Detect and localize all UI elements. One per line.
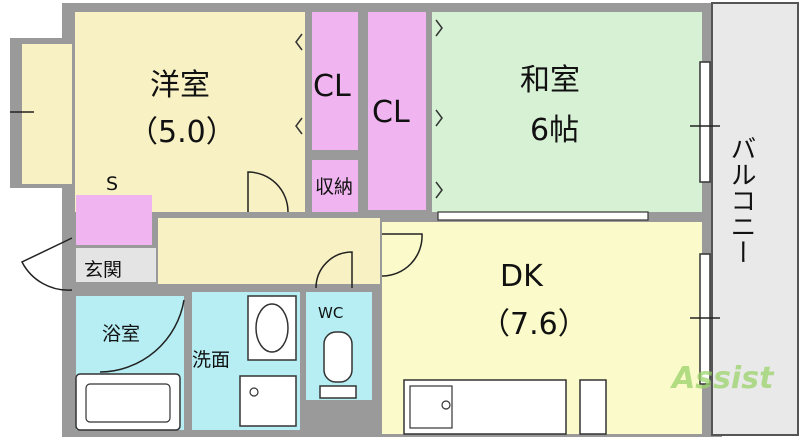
window-bay-floor [22,44,72,184]
door-dk [381,233,423,277]
sliding-partition [437,211,649,221]
window-right-upper [699,61,711,183]
stove-icon [579,379,607,435]
label-yokushitsu: 浴室 [102,323,140,345]
balcony [711,2,799,436]
label-dk-size: （7.6） [480,307,588,342]
drain-icon [249,387,259,397]
label-shuno: 収納 [315,176,353,198]
door-bath [99,299,185,373]
wash-basin-icon [255,303,289,353]
wash-counter [247,295,297,361]
label-wc: WC [318,304,343,322]
label-cl-1: CL [313,69,351,104]
label-cl-2: CL [372,95,410,130]
toilet-tank [319,385,357,399]
entrance-genkan [76,248,156,282]
label-senmen: 洗面 [192,349,230,371]
window-right-lower [699,253,711,385]
closet-hinge-4 [435,109,443,127]
door-entrance [20,237,73,291]
bathtub [75,373,181,431]
closet-hinge-2 [295,117,303,135]
closet-hinge-3 [435,19,443,37]
kitchen-sink-icon [409,385,453,429]
washing-machine-pan [239,375,297,427]
label-s: S [106,173,118,195]
label-genkan: 玄関 [84,259,122,281]
room-youshitsu [75,12,305,212]
hallway [158,218,380,284]
closet-hinge-5 [435,181,443,199]
kitchen-counter [403,379,567,435]
toilet-bowl-icon [323,331,353,383]
bathtub-inner [85,383,171,423]
room-washitsu [432,12,702,212]
label-washitsu: 和室 [520,63,580,98]
closet-cl-1 [312,12,358,150]
door-youshitsu [247,171,289,213]
label-washitsu-size: 6帖 [530,113,579,148]
label-dk: DK [500,259,544,294]
storage-shuno [312,160,358,212]
kitchen-tap-icon [441,400,451,410]
label-balcony: バルコニー [726,135,756,265]
label-youshitsu: 洋室 [150,68,210,103]
storage-s [76,195,152,245]
door-wc [315,251,353,289]
closet-hinge-1 [295,33,303,51]
closet-cl-2 [368,12,426,210]
watermark-logo: Assist [670,361,775,396]
label-youshitsu-size: （5.0） [128,115,236,150]
